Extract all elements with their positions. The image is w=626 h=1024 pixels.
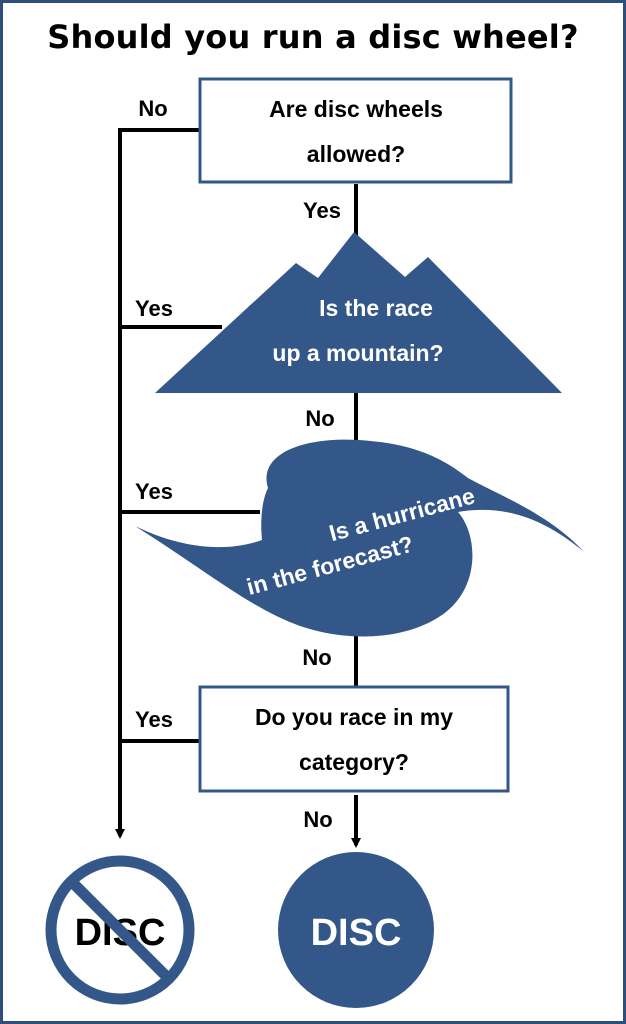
q2-line2: up a mountain? (272, 340, 443, 366)
outcome-disc: DISC (278, 852, 434, 1008)
edge-label-q1-yes: Yes (303, 198, 341, 223)
hurricane-shape (135, 439, 584, 637)
mountain-shape (155, 232, 562, 393)
edge-label-q3-yes: Yes (135, 479, 173, 504)
edge-label-q2-no: No (305, 406, 334, 431)
q1-line2: allowed? (307, 141, 405, 167)
edge-label-q4-yes: Yes (135, 707, 173, 732)
yes-trunk (115, 128, 260, 839)
outcome-no-disc: DISC (45, 855, 195, 1005)
q4-line1: Do you race in my (255, 704, 453, 730)
page-title: Should you run a disc wheel? (47, 18, 579, 56)
edge-label-q1-no: No (138, 96, 167, 121)
edge-label-q2-yes: Yes (135, 296, 173, 321)
q2-line1: Is the race (319, 295, 433, 321)
question-mountain: Is the race up a mountain? (155, 232, 562, 393)
question-category: Do you race in my category? (198, 685, 510, 793)
edge-label-q3-no: No (302, 645, 331, 670)
question-hurricane: Is a hurricane in the forecast? (135, 439, 584, 637)
q4-line2: category? (299, 749, 409, 775)
prohibited-icon (68, 878, 172, 982)
q1-line1: Are disc wheels (269, 96, 443, 122)
question-disc-allowed: Are disc wheels allowed? (198, 77, 513, 184)
disc-label: DISC (311, 912, 402, 954)
edge-label-q4-no: No (303, 807, 332, 832)
